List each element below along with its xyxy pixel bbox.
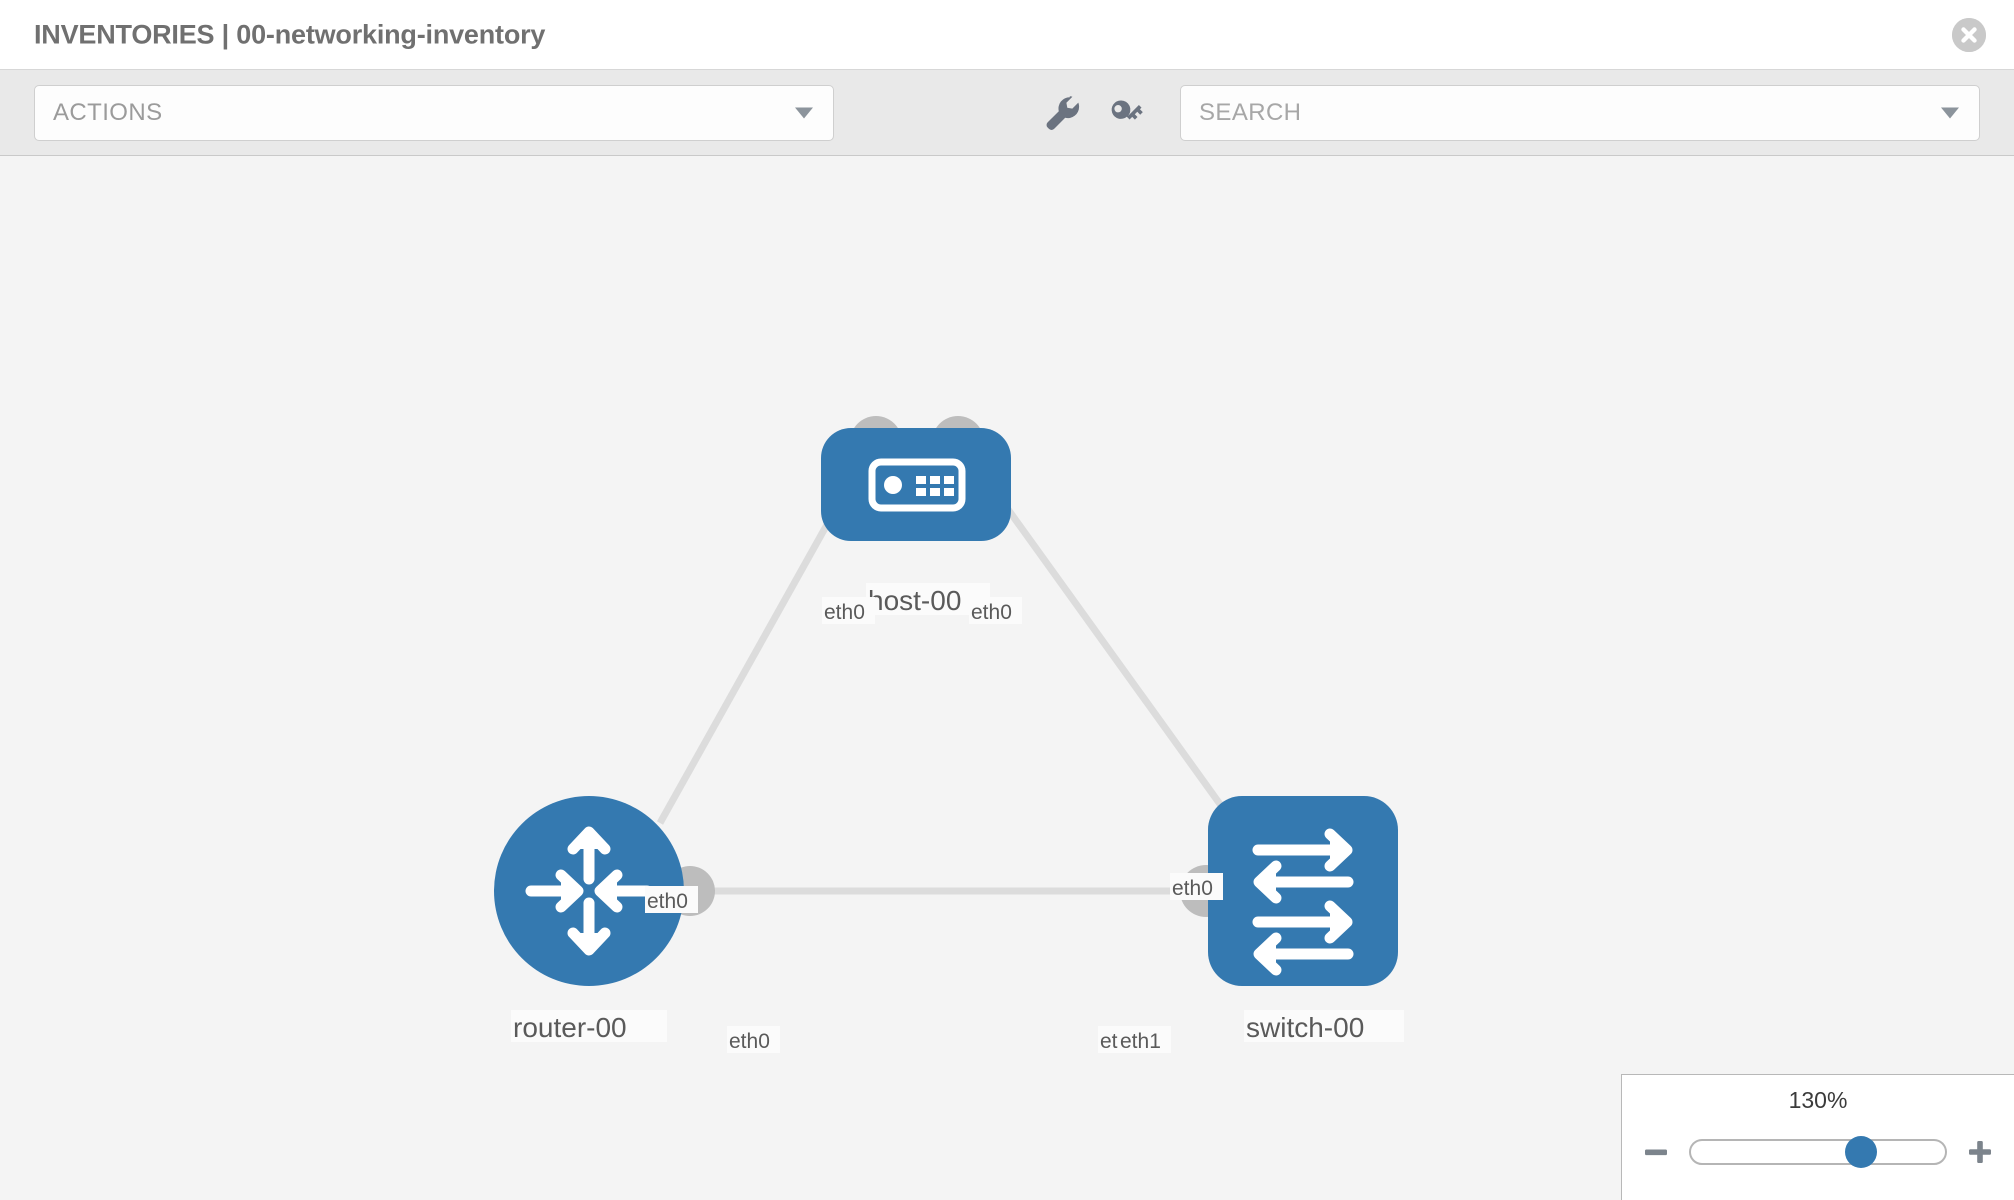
zoom-level-label: 130% [1788, 1087, 1848, 1113]
node-switch-00-shape[interactable] [1208, 796, 1398, 986]
zoom-control-row [1622, 1131, 2014, 1173]
node-router-00[interactable]: router-00 [494, 796, 684, 1043]
actions-dropdown[interactable]: ACTIONS [34, 85, 834, 141]
node-router-00-label: router-00 [513, 1012, 627, 1043]
actions-dropdown-label: ACTIONS [53, 99, 163, 126]
switch-arrows-icon [1252, 828, 1354, 976]
chevron-down-icon[interactable] [1941, 107, 1959, 119]
node-host-00-label: host-00 [868, 585, 961, 616]
page-title: INVENTORIES | 00-networking-inventory [34, 19, 546, 49]
close-icon[interactable] [1952, 17, 1986, 52]
topology-interface-labels: eth0 eth0 eth0 eth0 eth0 eth0 eth1 [645, 597, 1223, 1053]
page-header: INVENTORIES | 00-networking-inventory [0, 0, 2014, 70]
chevron-down-icon [795, 107, 813, 119]
search-placeholder-label: SEARCH [1199, 99, 1302, 126]
plus-icon[interactable] [1965, 1137, 1995, 1167]
topology-toolbar: ACTIONS SEARCH [0, 70, 2014, 156]
topology-graph[interactable]: host-00 [0, 157, 2014, 1200]
router-arrows-icon [525, 826, 653, 956]
key-icon[interactable] [1106, 92, 1148, 134]
search-input[interactable]: SEARCH [1180, 85, 1980, 141]
iface-label-router00-eth0-north: eth0 [647, 890, 688, 913]
wrench-icon[interactable] [1040, 92, 1082, 134]
node-host-00-shape[interactable] [821, 428, 1011, 541]
server-appliance-icon [868, 458, 966, 512]
topology-canvas[interactable]: host-00 [0, 157, 2014, 1200]
zoom-slider-thumb[interactable] [1845, 1136, 1877, 1168]
node-switch-00[interactable]: switch-00 [1208, 796, 1404, 1043]
iface-label-host00-eth0-left: eth0 [824, 601, 865, 624]
iface-label-router00-eth0-east: eth0 [729, 1030, 770, 1053]
minus-icon[interactable] [1641, 1137, 1671, 1167]
node-host-00[interactable]: host-00 [821, 428, 1011, 616]
iface-label-switch00-eth0-north: eth0 [1172, 877, 1213, 900]
iface-label-host00-eth0-right: eth0 [971, 601, 1012, 624]
iface-label-switch00-eth1-west: eth1 [1120, 1030, 1161, 1053]
zoom-control-panel: 130% [1621, 1074, 2014, 1200]
node-switch-00-label: switch-00 [1246, 1012, 1364, 1043]
node-router-00-shape[interactable] [494, 796, 684, 986]
zoom-slider[interactable] [1689, 1136, 1947, 1168]
